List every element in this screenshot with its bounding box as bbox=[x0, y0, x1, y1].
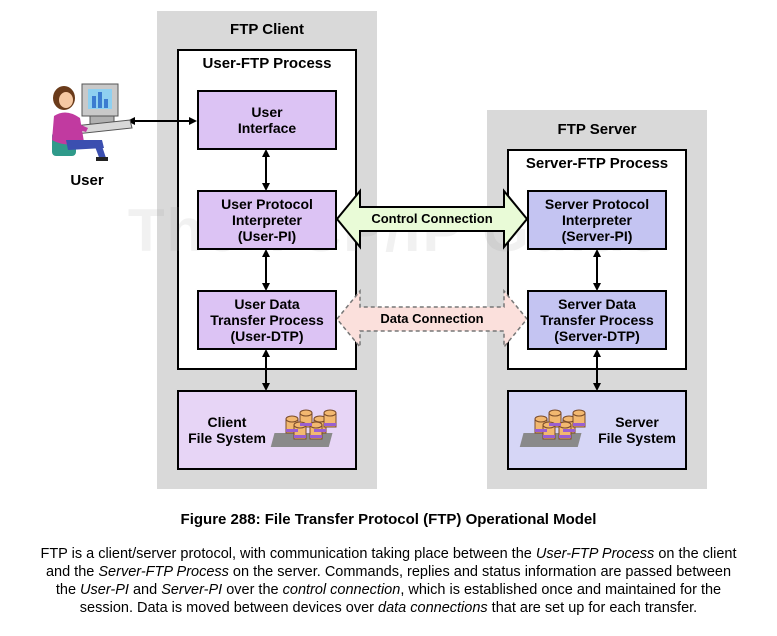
ftp-server-title: FTP Server bbox=[557, 121, 637, 138]
desc-text-1: FTP is a client/server protocol, with co… bbox=[40, 546, 536, 562]
figure-caption: Figure 288: File Transfer Protocol (FTP)… bbox=[180, 511, 597, 528]
desc-text-4: and bbox=[128, 582, 162, 598]
desc-italic-5: control connection bbox=[282, 582, 401, 598]
server-ftp-process-title: Server-FTP Process bbox=[525, 155, 669, 172]
server-file-system-label: Server File System bbox=[598, 414, 676, 446]
server-pi-box: Server Protocol Interpreter (Server-PI) bbox=[527, 190, 667, 250]
figure-description: FTP is a client/server protocol, with co… bbox=[40, 545, 737, 617]
desc-text-6: , which is established once and maintain… bbox=[79, 582, 722, 616]
control-connection-label: Control Connection bbox=[371, 211, 493, 226]
server-disks-icon bbox=[519, 409, 586, 447]
user-pi-box: User Protocol Interpreter (User-PI) bbox=[197, 190, 337, 250]
user-ftp-process-title: User-FTP Process bbox=[202, 55, 332, 72]
ftp-client-title: FTP Client bbox=[230, 21, 304, 38]
user-at-computer-icon bbox=[52, 83, 133, 161]
data-connection-label: Data Connection bbox=[380, 311, 484, 326]
user-label: User bbox=[70, 172, 104, 189]
desc-text-2: on the client and the bbox=[45, 546, 737, 580]
user-interface-box: User Interface bbox=[197, 90, 337, 150]
client-file-system-box bbox=[177, 390, 357, 470]
desc-text-7: that are set up for each transfer. bbox=[487, 600, 698, 616]
desc-text-3: on the server. Commands, replies and sta… bbox=[55, 564, 732, 598]
client-file-system-label: Client File System bbox=[188, 414, 266, 446]
server-dtp-box: Server Data Transfer Process (Server-DTP… bbox=[527, 290, 667, 350]
desc-italic-1: User-FTP Process bbox=[535, 546, 655, 562]
server-file-system-box bbox=[507, 390, 687, 470]
desc-italic-2: Server-FTP Process bbox=[98, 564, 229, 580]
client-disks-icon bbox=[270, 409, 337, 447]
desc-italic-4: Server-PI bbox=[161, 582, 223, 598]
desc-italic-3: User-PI bbox=[80, 582, 129, 598]
desc-text-5: over the bbox=[222, 582, 283, 598]
desc-italic-6: data connections bbox=[378, 600, 488, 616]
user-dtp-box: User Data Transfer Process (User-DTP) bbox=[197, 290, 337, 350]
